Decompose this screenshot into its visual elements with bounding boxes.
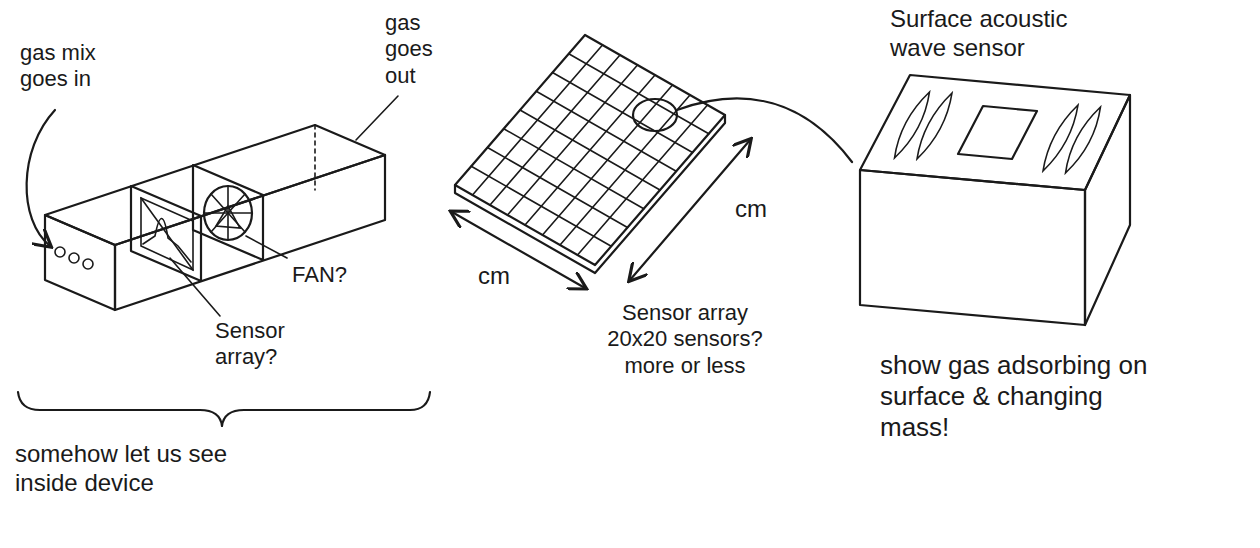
grouping-bracket [18, 392, 430, 426]
partition-wall [131, 186, 201, 281]
dimension-line [452, 212, 585, 288]
flow-note: gas mix goes in [20, 40, 130, 93]
fan-ring [204, 186, 252, 240]
housing-top-face [45, 125, 385, 245]
interior-fan [193, 165, 263, 260]
design-note: show gas adsorbing on surface & changing… [880, 350, 1150, 444]
partition-wall [193, 165, 263, 260]
leader-line [356, 96, 398, 140]
label-slot: gas goes out [385, 10, 455, 89]
label-slot: cm [735, 195, 767, 224]
hidden-edge [314, 125, 316, 190]
dimension-label: cm [735, 195, 767, 224]
part-label: FAN? [292, 262, 347, 288]
fan-blade [216, 206, 240, 228]
sensor-side-face [1085, 95, 1130, 325]
label-slot: somehow let us see inside device [15, 440, 245, 498]
sensor-front-face [860, 170, 1085, 325]
inlet-hole [69, 253, 79, 263]
zoom-line [677, 98, 852, 162]
label-slot: Sensor array 20x20 sensors? more or less [590, 300, 780, 379]
label-slot: Surface acoustic wave sensor [890, 5, 1120, 63]
device-housing [45, 125, 385, 310]
sensor-panel [141, 198, 193, 270]
inlet-hole [55, 247, 65, 257]
delay-line-area [958, 106, 1037, 159]
part-label: Sensor array? [215, 318, 335, 371]
label-slot: FAN? [292, 262, 347, 288]
housing-front-face [115, 155, 385, 310]
part-label: Surface acoustic wave sensor [890, 5, 1120, 63]
leader-line [170, 258, 220, 316]
leader-line [246, 236, 287, 258]
grid-outline [455, 35, 725, 265]
saw-sensor [860, 75, 1130, 325]
fan-spoke [211, 194, 245, 232]
dimension-line [630, 140, 750, 280]
label-slot: Sensor array? [215, 318, 335, 371]
sensor-diagonal [141, 198, 193, 270]
label-slot: cm [478, 262, 510, 291]
label-slot: gas mix goes in [20, 40, 130, 93]
grid-lines [471, 45, 709, 255]
dimension-label: cm [478, 262, 510, 291]
label-slot: show gas adsorbing on surface & changing… [880, 350, 1150, 444]
design-note: somehow let us see inside device [15, 440, 245, 498]
transducer-finger [917, 93, 952, 159]
inlet-arrow [27, 110, 55, 246]
transducer-finger [1043, 105, 1078, 171]
transducer-finger [1066, 107, 1101, 173]
fan-spoke [211, 194, 245, 232]
transducer-finger [895, 92, 930, 158]
sensor-trace [143, 218, 191, 262]
inlet-hole [83, 259, 93, 269]
grid-thickness [455, 115, 725, 273]
flow-note: gas goes out [385, 10, 455, 89]
interior-sensor-array [131, 186, 201, 281]
highlight-ring [633, 99, 677, 131]
part-label: Sensor array 20x20 sensors? more or less [590, 300, 780, 379]
